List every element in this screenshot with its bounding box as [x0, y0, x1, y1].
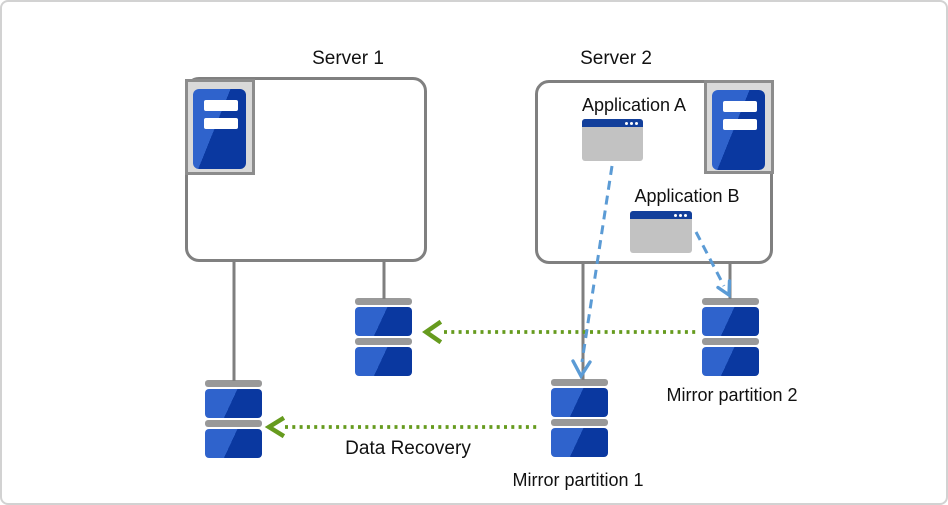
server2-tower-icon: [704, 80, 774, 174]
disk-platter: [702, 307, 759, 336]
green-arrowhead-upper: [422, 319, 443, 345]
app-window-titlebar: [582, 119, 643, 127]
app-window-titlebar: [630, 211, 692, 219]
disk-cap: [551, 419, 608, 426]
server1-label: Server 1: [312, 48, 384, 69]
green-arrowhead-lower: [264, 415, 286, 439]
disk-platter: [551, 428, 608, 457]
tower-slot-bar: [723, 101, 757, 112]
blue-arrowhead-app-b: [716, 279, 732, 299]
mirror-partition-1-disk-icon: [551, 379, 608, 457]
disk-cap: [355, 338, 412, 345]
disk-cap: [205, 380, 262, 387]
tower-slot-bar: [204, 118, 238, 129]
titlebar-dot: [674, 213, 677, 217]
disk-cap: [702, 298, 759, 305]
application-a-label: Application A: [581, 95, 687, 115]
server1-tower-icon: [185, 79, 255, 175]
disk-platter: [205, 389, 262, 418]
data-recovery-label: Data Recovery: [345, 438, 471, 459]
blue-arrowhead-app-a: [571, 359, 592, 380]
titlebar-dot: [679, 213, 682, 217]
titlebar-dot: [630, 121, 633, 125]
server1-disk-icon: [205, 380, 262, 458]
server-tower-body: [712, 90, 765, 170]
mirror-partition-2-disk-icon: [702, 298, 759, 376]
disk-platter: [702, 347, 759, 376]
titlebar-dot: [635, 121, 638, 125]
mirror-partition-1-label: Mirror partition 1: [512, 470, 644, 490]
titlebar-dot: [684, 213, 687, 217]
disk-platter: [551, 388, 608, 417]
tower-slot-bar: [204, 100, 238, 111]
disk-platter: [355, 307, 412, 336]
application-a-window-icon: [582, 119, 643, 161]
disk-platter: [205, 429, 262, 458]
mirror-partition-2-label: Mirror partition 2: [666, 385, 798, 405]
server2-label: Server 2: [580, 48, 652, 69]
server-tower-body: [193, 89, 246, 169]
disk-cap: [355, 298, 412, 305]
application-b-label: Application B: [634, 186, 740, 206]
disk-platter: [355, 347, 412, 376]
application-b-window-icon: [630, 211, 692, 253]
disk-cap: [551, 379, 608, 386]
tower-slot-bar: [723, 119, 757, 130]
disk-cap: [205, 420, 262, 427]
disk-cap: [702, 338, 759, 345]
server1-secondary-disk-icon: [355, 298, 412, 376]
titlebar-dot: [625, 121, 628, 125]
